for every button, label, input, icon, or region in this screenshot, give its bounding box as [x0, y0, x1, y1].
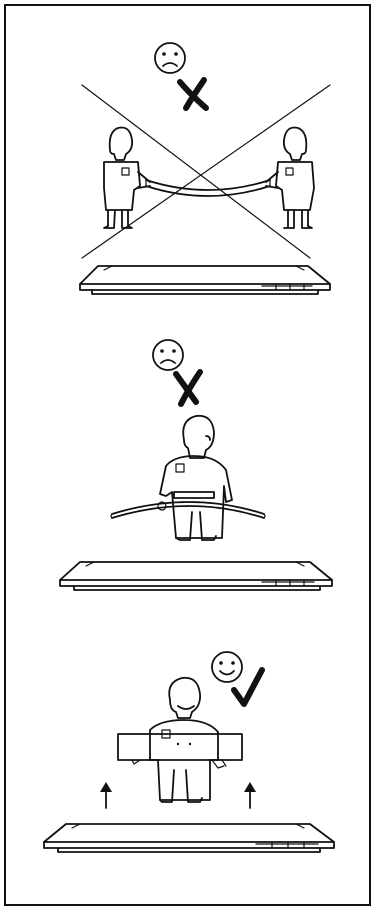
cross-icon — [177, 77, 209, 111]
large-cross-lines — [81, 84, 331, 259]
bent-panel — [110, 501, 266, 519]
sad-face-icon — [154, 42, 186, 74]
cross-icon — [173, 369, 203, 407]
tv-flat-on-floor — [79, 265, 331, 295]
panel-3-correct-lift — [43, 651, 335, 853]
sad-face-icon — [152, 339, 184, 371]
tv-flat-on-floor — [43, 823, 335, 853]
bent-panel — [145, 179, 271, 197]
person-right — [265, 126, 315, 229]
person-lifting — [149, 676, 225, 803]
tv-flat-on-floor — [59, 561, 333, 591]
page-border — [4, 4, 371, 906]
panel-2-one-person-wrong — [59, 339, 333, 591]
up-arrow-icon — [100, 782, 112, 809]
check-icon — [231, 667, 265, 707]
box-carried — [117, 733, 243, 767]
up-arrow-icon — [244, 782, 256, 809]
panel-1-two-person-wrong — [79, 42, 331, 295]
person-left — [103, 126, 151, 229]
happy-face-icon — [211, 651, 243, 683]
person-center — [157, 414, 233, 541]
